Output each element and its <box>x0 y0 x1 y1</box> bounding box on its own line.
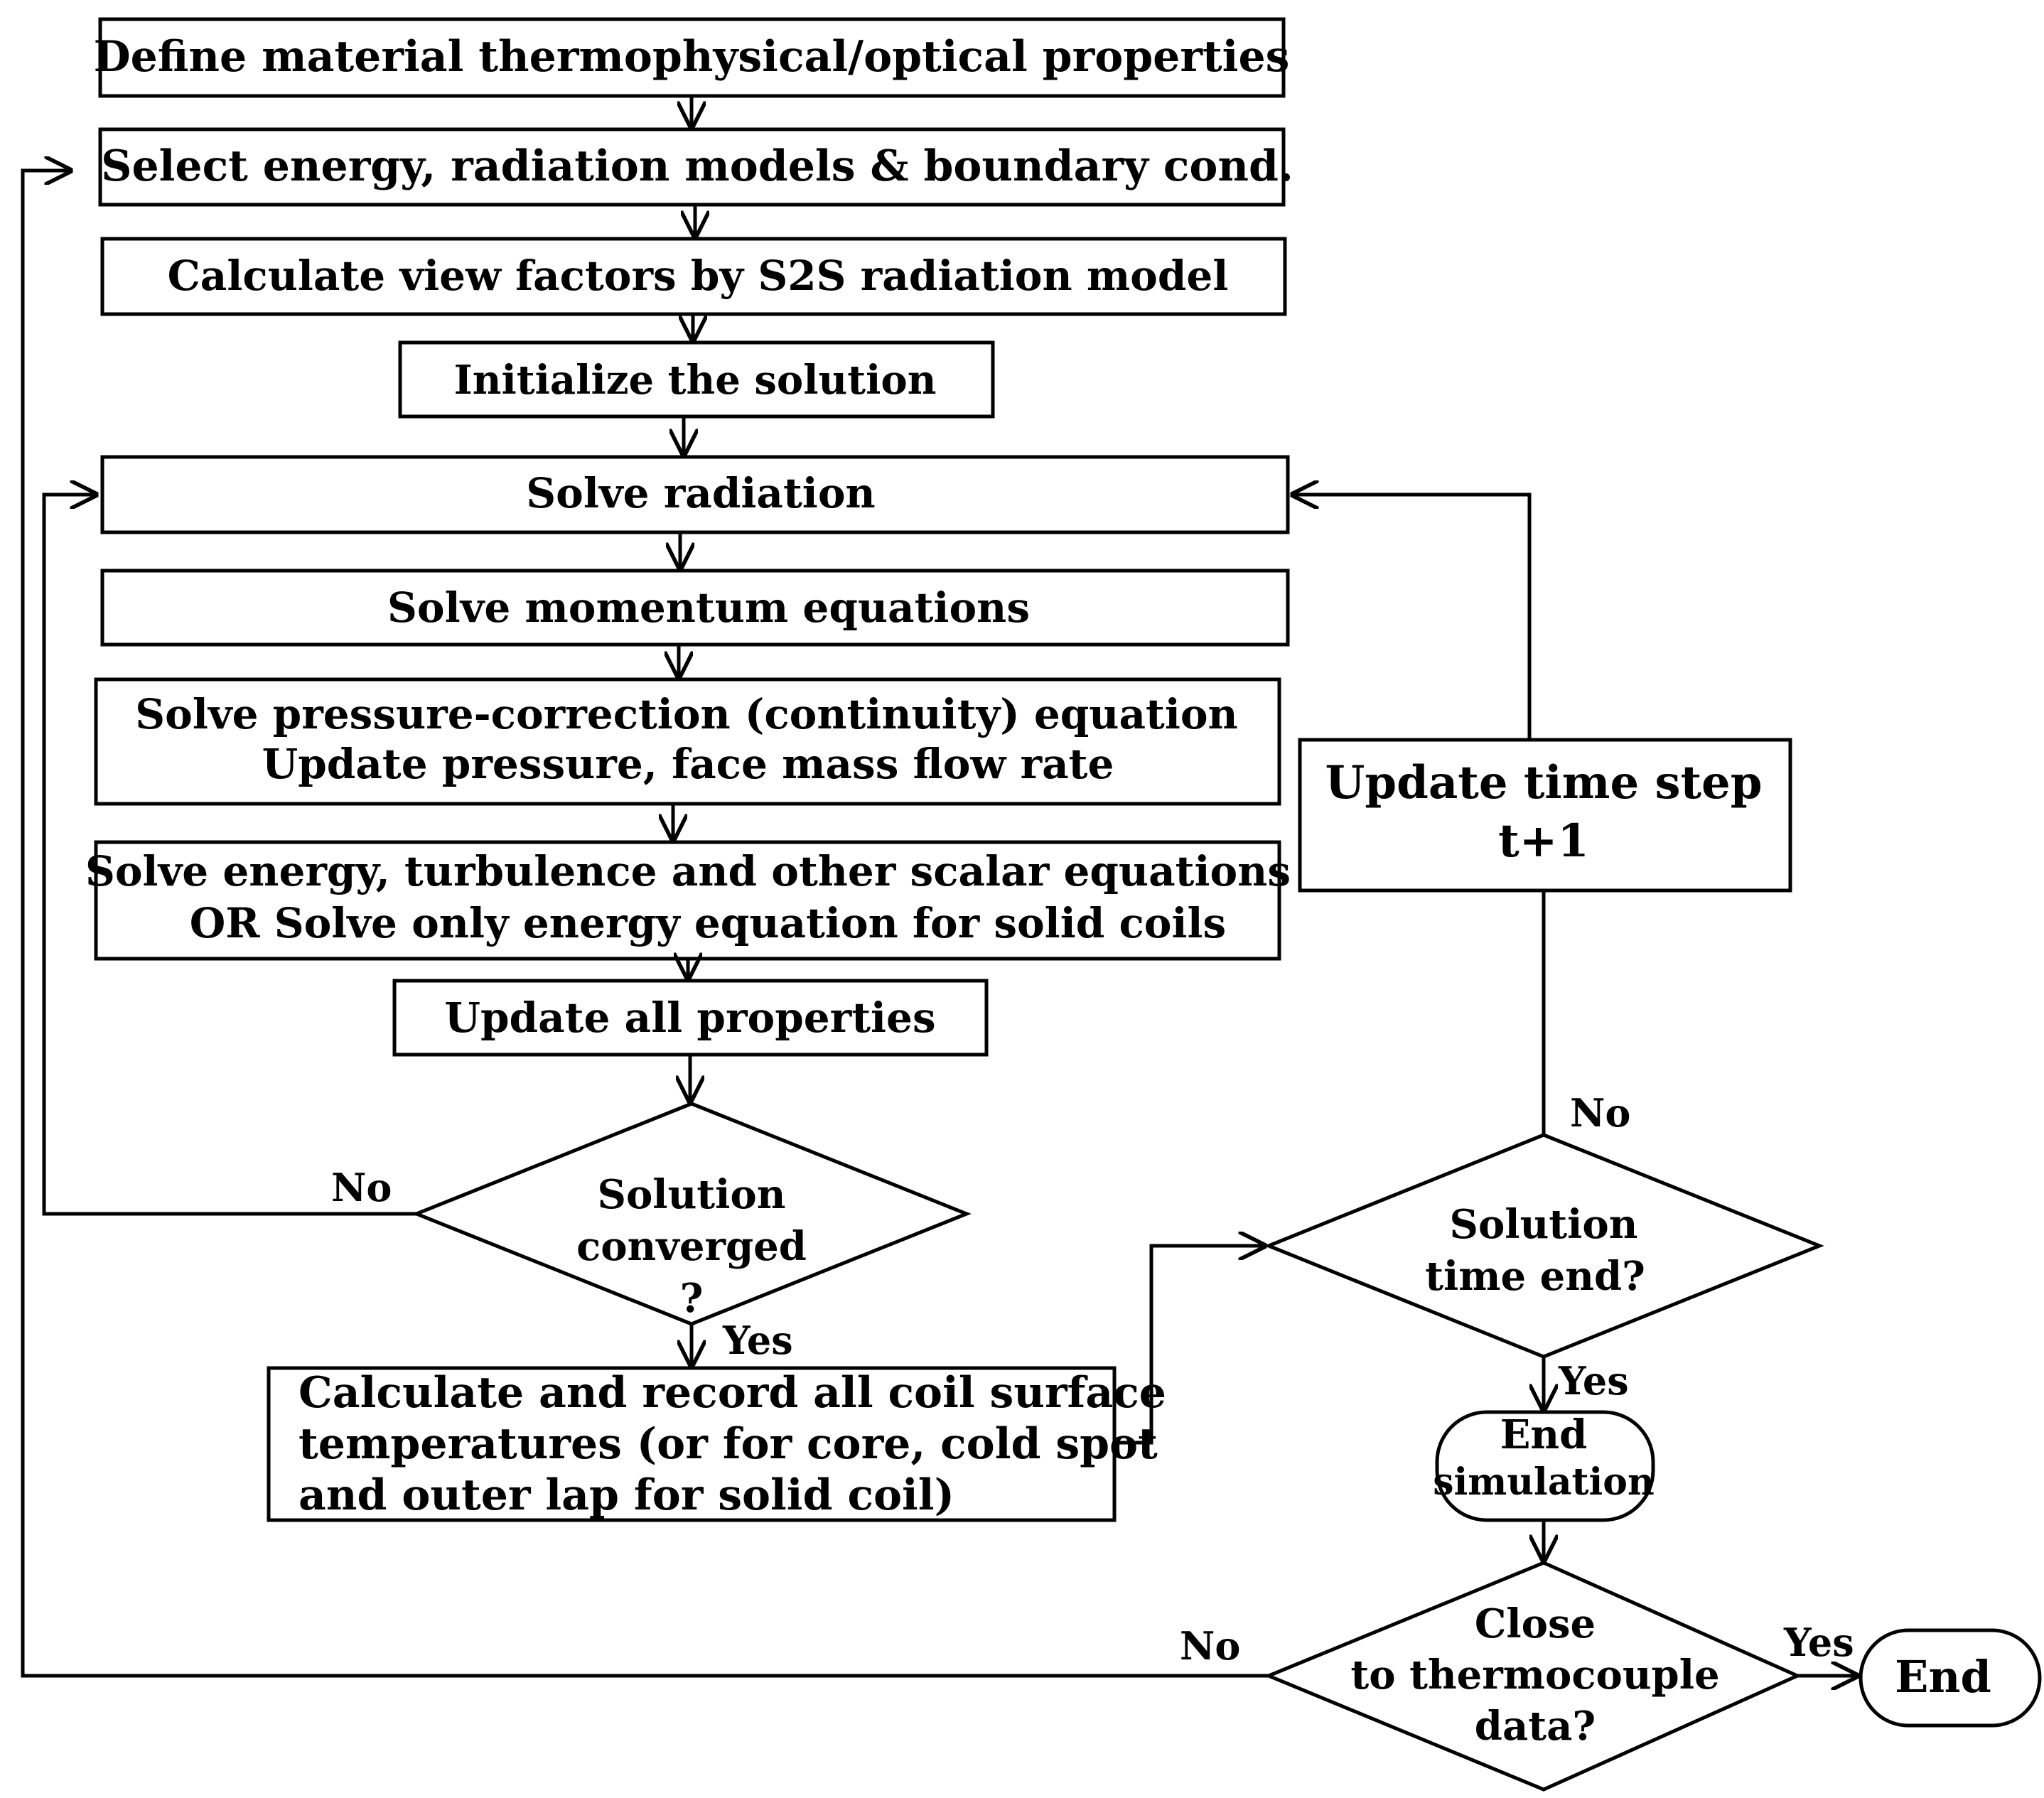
step-solve-momentum-label: Solve momentum equations <box>387 583 1030 632</box>
decision-converged-line2: converged <box>576 1223 807 1270</box>
decision-time-end-line1: Solution <box>1450 1201 1638 1248</box>
step-end-sim-line2: simulation <box>1433 1460 1655 1504</box>
label-time-end-yes: Yes <box>1558 1358 1629 1404</box>
step-record-line1: Calculate and record all coil surface <box>298 1368 1166 1418</box>
decision-thermo-line1: Close <box>1475 1600 1596 1647</box>
step-initialize: Initialize the solution <box>398 340 995 419</box>
arrow-converged-no-to-radiation <box>42 495 416 1216</box>
edge-labels: No Yes No Yes No Yes <box>331 1090 1854 1669</box>
step-select-models: Select energy, radiation models & bounda… <box>98 127 1293 207</box>
step-end: End <box>1859 1628 2042 1728</box>
label-converged-no: No <box>331 1165 392 1210</box>
decision-thermo-line3: data? <box>1475 1703 1596 1750</box>
arrow-thermocouple-no-to-select <box>21 171 1269 1678</box>
step-select-models-label: Select energy, radiation models & bounda… <box>101 141 1293 191</box>
step-pressure-line1: Solve pressure-correction (continuity) e… <box>135 690 1237 738</box>
decision-time-end-line2: time end? <box>1425 1253 1645 1300</box>
step-update-time-step: Update time step t+1 <box>1298 738 1792 893</box>
step-record-line3: and outer lap for solid coil) <box>298 1470 954 1520</box>
step-define-properties-label: Define material thermophysical/optical p… <box>94 32 1290 82</box>
step-solve-radiation: Solve radiation <box>100 455 1290 534</box>
step-end-label: End <box>1895 1651 1991 1703</box>
step-solve-energy: Solve energy, turbulence and other scala… <box>85 840 1291 961</box>
step-energy-line1: Solve energy, turbulence and other scala… <box>85 847 1291 895</box>
step-time-step-line1: Update time step <box>1325 756 1763 809</box>
connectors <box>21 96 1858 1678</box>
decision-converged-line1: Solution <box>598 1171 786 1218</box>
step-view-factors: Calculate view factors by S2S radiation … <box>100 237 1287 316</box>
label-time-end-no: No <box>1570 1090 1630 1136</box>
step-update-properties: Update all properties <box>392 979 989 1057</box>
step-energy-line2: OR Solve only energy equation for solid … <box>190 899 1226 947</box>
step-define-properties: Define material thermophysical/optical p… <box>94 17 1290 98</box>
decision-thermo-line2: to thermocouple <box>1350 1652 1719 1699</box>
step-pressure-line2: Update pressure, face mass flow rate <box>262 740 1114 788</box>
step-view-factors-label: Calculate view factors by S2S radiation … <box>168 252 1229 300</box>
step-pressure-correction: Solve pressure-correction (continuity) e… <box>94 677 1281 806</box>
step-solve-radiation-label: Solve radiation <box>526 469 875 517</box>
step-end-simulation: End simulation <box>1433 1410 1655 1522</box>
decision-converged-line3: ? <box>680 1275 704 1322</box>
step-solve-momentum: Solve momentum equations <box>100 569 1290 647</box>
decision-time-end: Solution time end? <box>1264 1133 1824 1359</box>
decision-thermocouple: Close to thermocouple data? <box>1264 1561 1802 1792</box>
label-thermo-yes: Yes <box>1783 1620 1854 1665</box>
step-initialize-label: Initialize the solution <box>454 357 937 404</box>
label-thermo-no: No <box>1180 1623 1240 1669</box>
label-converged-yes: Yes <box>722 1318 793 1363</box>
step-update-properties-label: Update all properties <box>444 994 935 1042</box>
step-record-temperatures: Calculate and record all coil surface te… <box>267 1366 1166 1522</box>
arrow-record-to-time-end <box>1114 1246 1265 1445</box>
step-time-step-line2: t+1 <box>1498 814 1589 868</box>
arrow-time-step-to-radiation <box>1292 495 1532 740</box>
decision-solution-converged: Solution converged ? <box>412 1102 972 1326</box>
step-end-sim-line1: End <box>1500 1411 1588 1458</box>
step-record-line2: temperatures (or for core, cold spot <box>298 1419 1158 1469</box>
